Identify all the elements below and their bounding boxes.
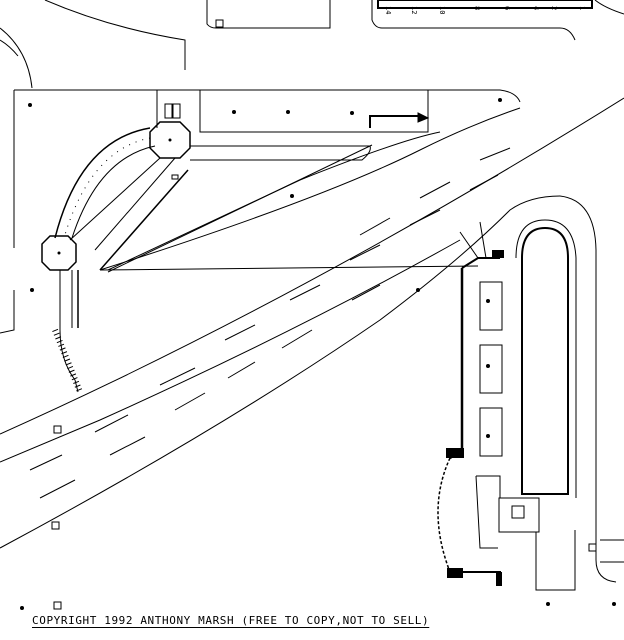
building-number: 6 (503, 6, 511, 10)
connector-1 (459, 221, 487, 259)
building-number: 1 (578, 6, 586, 10)
street-marker-1 (53, 425, 62, 434)
main-street-lower (0, 239, 461, 463)
lower-right-block (496, 572, 502, 586)
right-edge (600, 539, 624, 563)
building-number: 8 (473, 6, 481, 10)
street-marker-3 (53, 601, 62, 610)
slot-2 (479, 344, 503, 394)
lane-dashes (29, 147, 511, 499)
booth-top (492, 250, 504, 258)
building-number: 10 (438, 6, 446, 14)
building-number: 14 (384, 6, 392, 14)
stair-box (171, 174, 179, 180)
slot-3 (479, 407, 503, 457)
street-inner-right (559, 195, 617, 583)
plaza-dot-3 (350, 111, 354, 115)
map-dot-5 (486, 364, 490, 368)
top-building-left (206, 0, 331, 29)
street-edge-1 (0, 97, 624, 435)
square-booth (498, 497, 540, 533)
pergola-center-bottom (57, 251, 61, 255)
top-left-outline (44, 0, 186, 70)
building-number: 12 (410, 6, 418, 14)
pergola-arc-outer (54, 127, 151, 239)
map-dot-4 (486, 299, 490, 303)
plaza-dot-2 (286, 110, 290, 114)
top-small-square (215, 19, 224, 28)
ramp-top (369, 115, 420, 128)
slot-1 (479, 281, 503, 331)
plaza-dot-1 (28, 103, 32, 107)
pergola-diag-3 (99, 169, 189, 271)
booth-inner (511, 505, 525, 519)
top-building-right (371, 0, 576, 41)
left-wall-block (446, 448, 464, 458)
plaza-lower-left (0, 290, 15, 334)
plaza-dot-4 (232, 110, 236, 114)
top-left-arc-inner (0, 39, 19, 57)
octagon-top (149, 121, 191, 159)
plaza-outline (14, 89, 521, 103)
ramp-arrow (417, 112, 430, 123)
street-marker-4 (588, 543, 597, 552)
top-left-arc (0, 27, 33, 89)
crosswalk-line (99, 265, 479, 271)
lower-right-curve (535, 530, 576, 591)
building-numbers: 14 12 10 8 6 4 2 1 (384, 6, 586, 14)
pergola-center-top (168, 138, 172, 142)
twin-box-2 (172, 103, 181, 119)
twin-box-1 (164, 103, 173, 119)
diag-line-3 (107, 131, 441, 271)
building-number: 4 (532, 6, 540, 10)
street-edge-2 (0, 195, 561, 549)
long-slot (521, 226, 569, 495)
pergola-diag-1 (69, 157, 161, 241)
map-dot-6 (486, 434, 490, 438)
map-dot-9 (612, 602, 616, 606)
map-dot-1 (290, 194, 294, 198)
plaza-inner-right (199, 90, 429, 133)
pergola-arc-inner (71, 145, 156, 239)
top-right-edge (594, 0, 624, 15)
right-building (449, 268, 464, 460)
numbered-building (377, 0, 593, 9)
lower-right-block (475, 475, 501, 549)
copyright-notice: COPYRIGHT 1992 ANTHONY MARSH (FREE TO CO… (32, 614, 430, 627)
steps (52, 328, 83, 394)
map-dot-7 (20, 606, 24, 610)
curved-wall (437, 457, 451, 573)
map-dot-2 (416, 288, 420, 292)
lower-left-block (447, 568, 463, 578)
map-dot-3 (30, 288, 34, 292)
octagon-bottom (41, 235, 77, 271)
pergola-diag-2 (94, 157, 176, 251)
diag-line-1 (99, 107, 521, 271)
building-number: 2 (550, 6, 558, 10)
street-marker-2 (51, 521, 60, 530)
pergola-arm (190, 145, 371, 161)
long-slot-outer (515, 219, 577, 498)
map-dot-8 (546, 602, 550, 606)
map-dot-10 (498, 98, 502, 102)
